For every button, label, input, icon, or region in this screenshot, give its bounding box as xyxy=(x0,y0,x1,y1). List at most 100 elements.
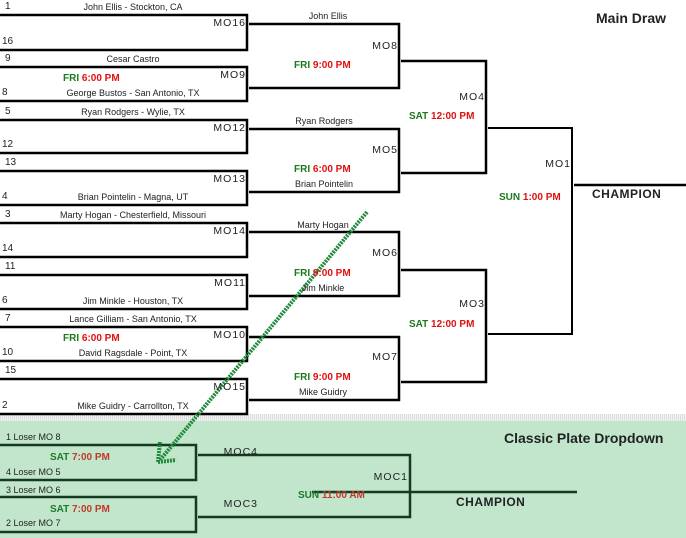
r2-bottom-name: Brian Pointelin xyxy=(294,179,354,189)
top-seed: 7 xyxy=(5,313,11,324)
match-day: SAT xyxy=(50,504,70,515)
bottom-seed: 6 xyxy=(2,295,8,306)
match-time: FRI 6:00 PM xyxy=(63,73,120,84)
match-day: FRI xyxy=(294,164,311,175)
match-time: FRI 9:00 PM xyxy=(294,372,351,383)
match-time: SUN 11:00 AM xyxy=(298,490,365,501)
match-time: SAT 12:00 PM xyxy=(409,111,474,122)
match-id: MO4 xyxy=(459,91,485,103)
plate-champion-label: CHAMPION xyxy=(456,495,526,509)
match-id: MO6 xyxy=(372,247,398,259)
match-hour: 7:00 PM xyxy=(72,504,110,515)
match-id: MO10 xyxy=(213,329,246,341)
plate-entry: 2 Loser MO 7 xyxy=(6,518,61,529)
match-time: FRI 6:00 PM xyxy=(294,164,351,175)
top-seed: 13 xyxy=(5,157,17,168)
match-day: FRI xyxy=(294,372,311,383)
bottom-seed: 14 xyxy=(2,243,14,254)
match-time: SAT 7:00 PM xyxy=(50,504,110,515)
bottom-player-name: David Ragsdale - Point, TX xyxy=(78,348,188,358)
top-seed: 15 xyxy=(5,365,17,376)
plate-entry: 4 Loser MO 5 xyxy=(6,467,61,478)
champion-label: CHAMPION xyxy=(592,187,662,201)
bottom-seed: 10 xyxy=(2,347,14,358)
player-name: Loser MO 5 xyxy=(13,467,61,477)
bottom-seed: 12 xyxy=(2,139,14,150)
match-id: MO11 xyxy=(214,277,246,289)
match-id: MO13 xyxy=(213,173,246,185)
match-id: MOC1 xyxy=(373,471,408,483)
plate-entry: 1 Loser MO 8 xyxy=(6,432,61,443)
match-id: MO15 xyxy=(213,381,246,393)
top-seed: 3 xyxy=(5,209,11,220)
match-time: SAT 7:00 PM xyxy=(50,452,110,463)
match-id: MO7 xyxy=(372,351,398,363)
match-hour: 6:00 PM xyxy=(312,164,351,175)
top-player-name: John Ellis - Stockton, CA xyxy=(83,2,183,12)
match-time: FRI 6:00 PM xyxy=(63,333,120,344)
match-id: MO16 xyxy=(213,17,246,29)
seed: 4 xyxy=(6,467,12,477)
match-hour: 6:00 PM xyxy=(81,73,120,84)
match-hour: 12:00 PM xyxy=(431,111,475,122)
match-id: MO3 xyxy=(459,298,485,310)
match-id: MO12 xyxy=(213,122,246,134)
seed: 1 xyxy=(6,432,12,442)
main-draw-title: Main Draw xyxy=(596,10,667,26)
top-player-name: Cesar Castro xyxy=(106,54,160,64)
top-player-name: Lance Gilliam - San Antonio, TX xyxy=(69,314,197,324)
match-hour: 9:00 PM xyxy=(312,60,351,71)
bottom-seed: 2 xyxy=(2,400,8,411)
match-day: SUN xyxy=(298,490,320,501)
bottom-player-name: Brian Pointelin - Magna, UT xyxy=(77,192,189,202)
match-hour: 9:00 PM xyxy=(312,372,351,383)
match-hour: 6:00 PM xyxy=(81,333,120,344)
bottom-seed: 8 xyxy=(2,87,8,98)
match-time: SUN 1:00 PM xyxy=(499,192,561,203)
seed: 3 xyxy=(6,485,12,495)
player-name: Loser MO 7 xyxy=(13,518,61,528)
match-id: MOC4 xyxy=(223,446,258,458)
section-divider xyxy=(0,414,686,421)
match-hour: 7:00 PM xyxy=(72,452,110,463)
top-player-name: Ryan Rodgers - Wylie, TX xyxy=(81,107,185,117)
match-day: SAT xyxy=(409,111,429,122)
match-day: SUN xyxy=(499,192,521,203)
bottom-player-name: Jim Minkle - Houston, TX xyxy=(82,296,184,306)
player-name: Loser MO 8 xyxy=(13,432,61,442)
seed: 2 xyxy=(6,518,12,528)
match-day: FRI xyxy=(294,60,311,71)
match-id: MO8 xyxy=(372,40,398,52)
match-day: FRI xyxy=(294,268,311,279)
r2-bottom-name: Jim Minkle xyxy=(301,283,345,293)
match-time: FRI 9:00 PM xyxy=(294,268,351,279)
match-time: SAT 12:00 PM xyxy=(409,319,474,330)
top-seed: 9 xyxy=(5,53,11,64)
match-time: FRI 9:00 PM xyxy=(294,60,351,71)
match-id: MOC3 xyxy=(223,498,258,510)
bottom-seed: 16 xyxy=(2,36,14,47)
match-day: FRI xyxy=(63,333,80,344)
match-hour: 1:00 PM xyxy=(522,192,561,203)
match-day: SAT xyxy=(50,452,70,463)
r2-top-name: Ryan Rodgers xyxy=(295,116,353,126)
match-day: FRI xyxy=(63,73,80,84)
bottom-player-name: Mike Guidry - Carrollton, TX xyxy=(77,401,189,411)
r2-top-name: John Ellis xyxy=(308,11,348,21)
match-id: MO1 xyxy=(545,158,571,170)
match-day: SAT xyxy=(409,319,429,330)
player-name: Loser MO 6 xyxy=(13,485,61,495)
match-hour: 12:00 PM xyxy=(431,319,475,330)
plate-entry: 3 Loser MO 6 xyxy=(6,485,61,496)
bottom-seed: 4 xyxy=(2,191,8,202)
match-hour: 9:00 PM xyxy=(312,268,351,279)
r2-top-name: Marty Hogan xyxy=(297,220,349,230)
annotation-arrow xyxy=(156,210,369,464)
bottom-player-name: George Bustos - San Antonio, TX xyxy=(66,88,200,98)
match-id: MO14 xyxy=(213,225,246,237)
top-seed: 1 xyxy=(5,1,11,12)
r2-bottom-name: Mike Guidry xyxy=(298,387,348,397)
match-id: MO9 xyxy=(220,69,246,81)
top-player-name: Marty Hogan - Chesterfield, Missouri xyxy=(59,210,207,220)
